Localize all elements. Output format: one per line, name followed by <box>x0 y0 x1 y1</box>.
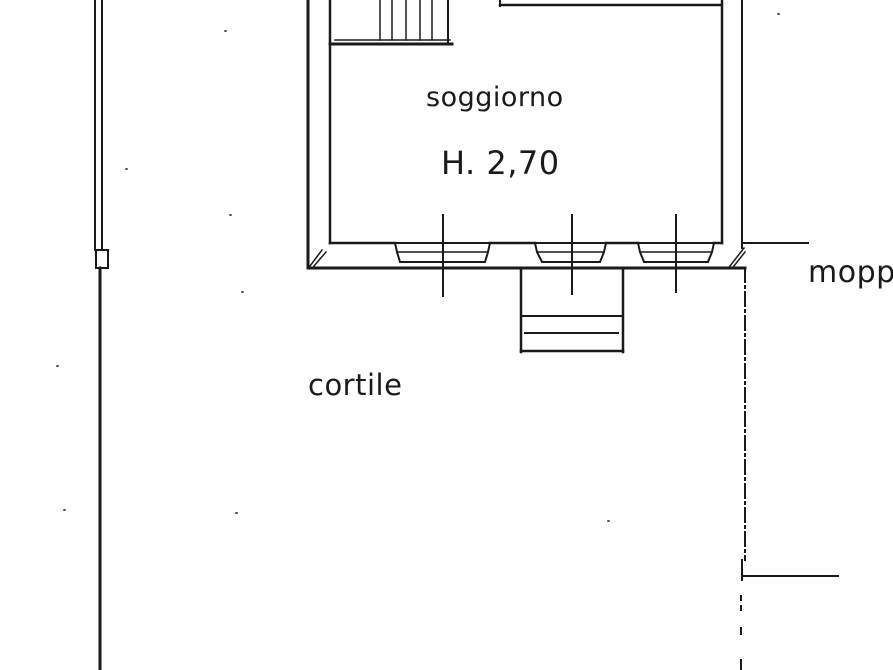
right-property-boundary <box>740 242 839 670</box>
courtyard-label: cortile <box>308 368 403 402</box>
top-furniture <box>498 0 722 7</box>
parcel-label: mopp <box>808 255 893 290</box>
room-walls <box>306 0 747 270</box>
staircase <box>328 0 454 46</box>
window-openings <box>393 214 716 297</box>
room-height-label: H. 2,70 <box>441 144 560 182</box>
entrance-steps <box>519 266 625 354</box>
left-property-boundary <box>94 0 109 670</box>
scan-speckles <box>56 13 780 522</box>
room-name-label: soggiorno <box>426 82 564 113</box>
